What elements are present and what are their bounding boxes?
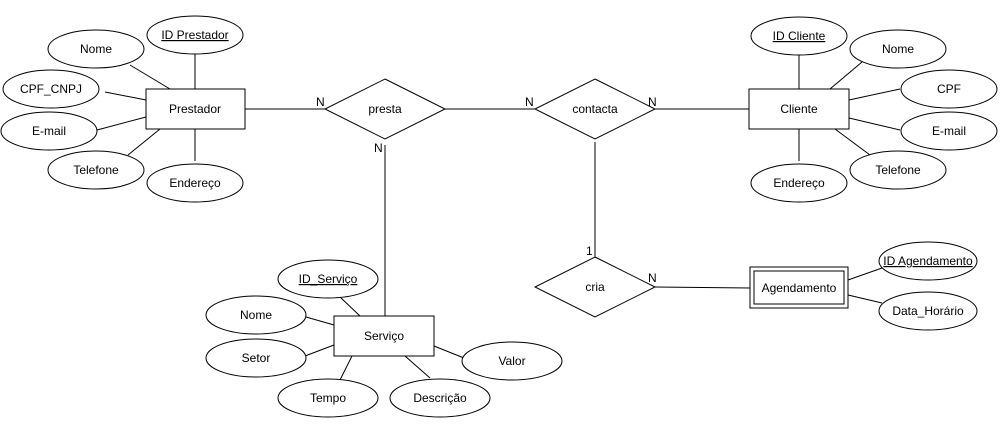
entity-servico[interactable]: Serviço bbox=[333, 315, 435, 357]
relationship-contacta[interactable]: contacta bbox=[533, 78, 657, 140]
attribute-agendamento-data-horario-label: Data_Horário bbox=[892, 304, 964, 318]
edge-prestador-nome bbox=[129, 64, 171, 90]
edge-servico-valor bbox=[433, 345, 465, 359]
attribute-prestador-telefone-label: Telefone bbox=[73, 163, 119, 177]
entity-agendamento[interactable]: Agendamento bbox=[749, 266, 849, 309]
edge-prestador-telefone bbox=[127, 128, 161, 156]
cardinality-contacta-cria: 1 bbox=[586, 244, 593, 258]
attribute-cliente-nome-label: Nome bbox=[882, 42, 914, 56]
relationship-cria-label: cria bbox=[585, 280, 605, 294]
attribute-prestador-endereco[interactable]: Endereço bbox=[146, 163, 244, 203]
cardinality-prestador-presta: N bbox=[316, 95, 325, 109]
attribute-servico-id[interactable]: ID_Serviço bbox=[277, 259, 379, 299]
cardinality-cria-agendamento: N bbox=[648, 271, 657, 285]
entity-agendamento-label: Agendamento bbox=[762, 281, 837, 295]
entity-prestador-label: Prestador bbox=[169, 102, 221, 116]
attribute-prestador-id-label: ID Prestador bbox=[161, 28, 228, 42]
relationship-presta-label: presta bbox=[368, 102, 402, 116]
attribute-agendamento-data-horario[interactable]: Data_Horário bbox=[878, 291, 978, 331]
attribute-cliente-nome[interactable]: Nome bbox=[849, 29, 947, 69]
entity-cliente-label: Cliente bbox=[780, 102, 818, 116]
attribute-prestador-cpf-cnpj[interactable]: CPF_CNPJ bbox=[2, 69, 100, 109]
attribute-prestador-telefone[interactable]: Telefone bbox=[47, 150, 145, 190]
edge-servico-id bbox=[339, 296, 361, 317]
cardinality-contacta-cliente: N bbox=[648, 95, 657, 109]
attribute-servico-descricao[interactable]: Descrição bbox=[389, 378, 491, 418]
attribute-prestador-nome[interactable]: Nome bbox=[47, 29, 145, 69]
attribute-cliente-endereco-label: Endereço bbox=[773, 176, 825, 190]
attribute-servico-valor-label: Valor bbox=[498, 354, 525, 368]
attribute-servico-valor[interactable]: Valor bbox=[461, 341, 563, 381]
edge-cliente-nome bbox=[829, 61, 863, 90]
attribute-prestador-nome-label: Nome bbox=[80, 42, 112, 56]
attribute-servico-setor-label: Setor bbox=[242, 351, 271, 365]
attribute-servico-nome-label: Nome bbox=[240, 308, 272, 322]
attribute-servico-setor[interactable]: Setor bbox=[205, 338, 307, 378]
edge-cliente-email bbox=[848, 117, 901, 131]
attribute-servico-descricao-label: Descrição bbox=[413, 391, 467, 405]
attribute-cliente-telefone[interactable]: Telefone bbox=[849, 150, 947, 190]
relationship-presta[interactable]: presta bbox=[323, 78, 447, 140]
attribute-cliente-id[interactable]: ID Cliente bbox=[750, 16, 848, 56]
entity-prestador[interactable]: Prestador bbox=[145, 88, 246, 130]
entity-servico-label: Serviço bbox=[364, 329, 404, 343]
edge-prestador-cpf bbox=[104, 91, 147, 101]
attribute-servico-nome[interactable]: Nome bbox=[205, 295, 307, 335]
attribute-cliente-cpf-label: CPF bbox=[937, 82, 961, 96]
edge-servico-setor bbox=[304, 344, 335, 357]
cardinality-presta-servico: N bbox=[374, 141, 383, 155]
edge-cria-agendamento bbox=[654, 286, 751, 289]
attribute-cliente-email[interactable]: E-mail bbox=[900, 111, 998, 151]
edge-servico-nome bbox=[305, 316, 335, 326]
edge-agendamento-id bbox=[847, 267, 883, 281]
attribute-servico-tempo[interactable]: Tempo bbox=[277, 378, 379, 418]
attribute-prestador-endereco-label: Endereço bbox=[169, 176, 221, 190]
attribute-cliente-endereco[interactable]: Endereço bbox=[750, 163, 848, 203]
edge-prestador-email bbox=[96, 116, 147, 131]
edge-agendamento-data bbox=[847, 294, 883, 304]
edge-servico-tempo bbox=[339, 355, 353, 381]
edge-cliente-cpf bbox=[848, 88, 901, 101]
edge-cliente-telefone bbox=[834, 128, 871, 156]
attribute-prestador-cpf-cnpj-label: CPF_CNPJ bbox=[20, 82, 82, 96]
attribute-prestador-email-label: E-mail bbox=[32, 124, 66, 138]
cardinality-presta-contacta: N bbox=[525, 95, 534, 109]
attribute-agendamento-id[interactable]: ID Agendamento bbox=[878, 241, 978, 281]
attribute-servico-id-label: ID_Serviço bbox=[299, 272, 358, 286]
edges bbox=[96, 50, 901, 381]
relationship-cria[interactable]: cria bbox=[533, 256, 657, 318]
relationship-contacta-label: contacta bbox=[572, 102, 618, 116]
attribute-cliente-cpf[interactable]: CPF bbox=[900, 69, 998, 109]
edge-servico-descricao bbox=[404, 355, 431, 379]
attribute-servico-tempo-label: Tempo bbox=[310, 391, 346, 405]
entity-cliente[interactable]: Cliente bbox=[748, 88, 850, 130]
attribute-cliente-telefone-label: Telefone bbox=[875, 163, 921, 177]
attribute-agendamento-id-label: ID Agendamento bbox=[883, 254, 973, 268]
attribute-cliente-email-label: E-mail bbox=[932, 124, 966, 138]
attribute-cliente-id-label: ID Cliente bbox=[773, 29, 826, 43]
attribute-prestador-id[interactable]: ID Prestador bbox=[146, 15, 244, 55]
attribute-prestador-email[interactable]: E-mail bbox=[0, 111, 98, 151]
